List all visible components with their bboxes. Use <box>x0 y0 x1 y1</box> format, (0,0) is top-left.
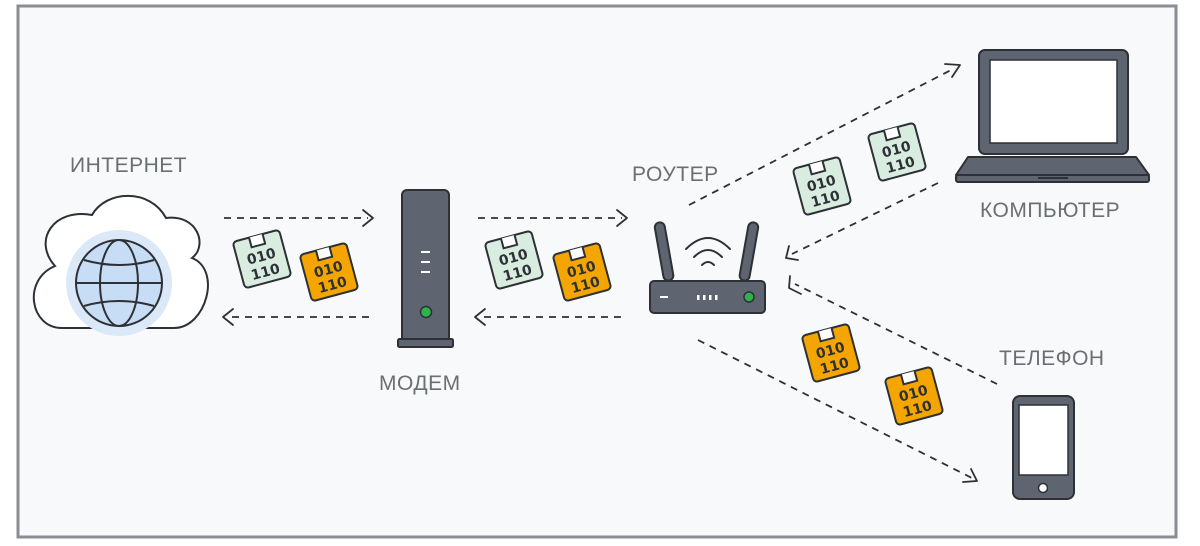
packet-icon: 010 110 <box>231 228 293 290</box>
packet-icon: 010 110 <box>298 241 360 303</box>
label-modem: МОДЕМ <box>379 372 461 395</box>
globe-icon <box>66 230 172 336</box>
packet-icon: 010 110 <box>883 365 945 427</box>
packet-icon: 010 110 <box>551 241 613 303</box>
modem-icon <box>397 189 454 348</box>
svg-text:110: 110 <box>501 262 534 285</box>
svg-text:010: 010 <box>565 258 598 281</box>
router-status-led <box>743 291 755 303</box>
arrowhead-computer-in <box>944 63 961 78</box>
arrowhead-phone-in <box>962 468 978 483</box>
packet-icon: 010 110 <box>483 229 545 291</box>
label-computer: КОМПЬЮТЕР <box>980 199 1121 222</box>
packet-icon: 010 110 <box>866 121 928 183</box>
svg-text:110: 110 <box>901 398 934 421</box>
laptop-icon <box>955 49 1150 183</box>
modem-status-led <box>419 305 433 319</box>
arrowhead-router-from-phone <box>788 275 802 295</box>
svg-text:110: 110 <box>884 154 917 177</box>
arrow-computer-to-router <box>791 182 939 255</box>
svg-text:010: 010 <box>245 245 278 268</box>
svg-text:010: 010 <box>814 339 847 362</box>
arrowhead-modem-back <box>474 308 486 326</box>
arrowhead-router-from-computer <box>785 245 799 261</box>
arrowhead-internet-in <box>222 308 234 326</box>
label-internet: ИНТЕРНЕТ <box>70 154 188 177</box>
router-icon <box>649 221 766 314</box>
phone-icon <box>1012 395 1075 500</box>
wifi-icon <box>685 237 731 266</box>
packet-icon: 010 110 <box>800 322 862 384</box>
arrow-phone-to-router <box>794 283 998 385</box>
label-router: РОУТЕР <box>632 163 719 186</box>
packet-icon: 010 110 <box>791 155 853 217</box>
svg-text:010: 010 <box>312 258 345 281</box>
svg-text:010: 010 <box>880 138 913 161</box>
arrowhead-router-in <box>616 209 628 227</box>
svg-text:110: 110 <box>809 188 842 211</box>
svg-text:110: 110 <box>249 261 282 284</box>
svg-text:010: 010 <box>497 246 530 269</box>
svg-text:110: 110 <box>569 274 602 297</box>
arrow-router-to-computer <box>688 67 956 206</box>
svg-text:010: 010 <box>805 172 838 195</box>
label-phone: ТЕЛЕФОН <box>999 347 1105 370</box>
svg-text:110: 110 <box>316 274 349 297</box>
svg-text:010: 010 <box>897 382 930 405</box>
svg-text:110: 110 <box>818 355 851 378</box>
arrowhead-modem-in <box>362 209 374 227</box>
